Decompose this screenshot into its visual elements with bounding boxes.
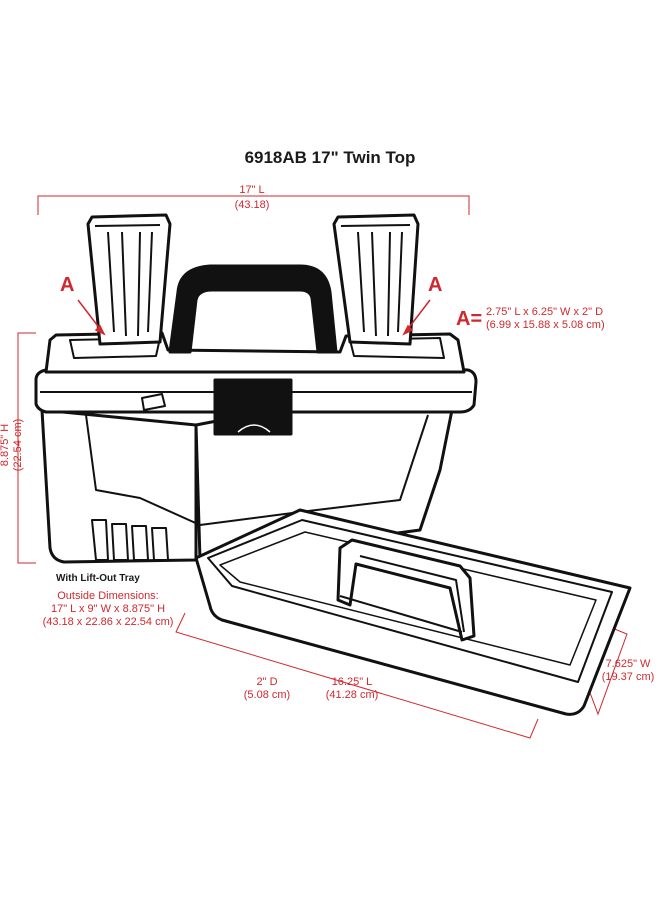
tray-depth-label: 2" D (5.08 cm) (243, 676, 291, 701)
page-title: 6918AB 17" Twin Top (244, 148, 416, 167)
height-dimension-label: 8.875" H (22.54 cm) (0, 418, 24, 472)
outside-dimensions: Outside Dimensions: 17" L x 9" W x 8.875… (42, 590, 174, 628)
tray-width-label: 7.625" W (19.37 cm) (601, 658, 655, 683)
callout-left-a: A (60, 274, 75, 296)
toolbox (34, 213, 478, 564)
callout-legend-key: A= (456, 308, 483, 330)
tray-length-dimension-line (175, 612, 539, 739)
toolbox-body (40, 408, 198, 564)
length-dimension-line (37, 195, 470, 215)
dimension-lines (17, 195, 628, 739)
side-clip (141, 393, 166, 411)
length-dimension-label: 17" L (43.18) (234, 184, 270, 211)
right-flip-lid (332, 213, 420, 346)
height-dimension-line (17, 332, 36, 564)
left-flip-lid (86, 213, 172, 346)
callout-right-a: A (428, 274, 443, 296)
tray-width-dimension-line (585, 627, 628, 716)
tray-length-label: 16.25" L (41.28 cm) (325, 676, 379, 701)
callout-arrows (77, 299, 431, 336)
callout-legend-text: 2.75" L x 6.25" W x 2" D (6.99 x 15.88 x… (486, 306, 605, 331)
carry-handle (168, 264, 338, 354)
tray-handle (336, 538, 476, 642)
body-feet (91, 519, 169, 561)
tray-note: With Lift-Out Tray (56, 573, 140, 584)
lid-latch (213, 378, 293, 436)
body-panel-line (85, 414, 429, 526)
lift-out-tray (194, 508, 632, 716)
tray-rim (207, 519, 613, 683)
